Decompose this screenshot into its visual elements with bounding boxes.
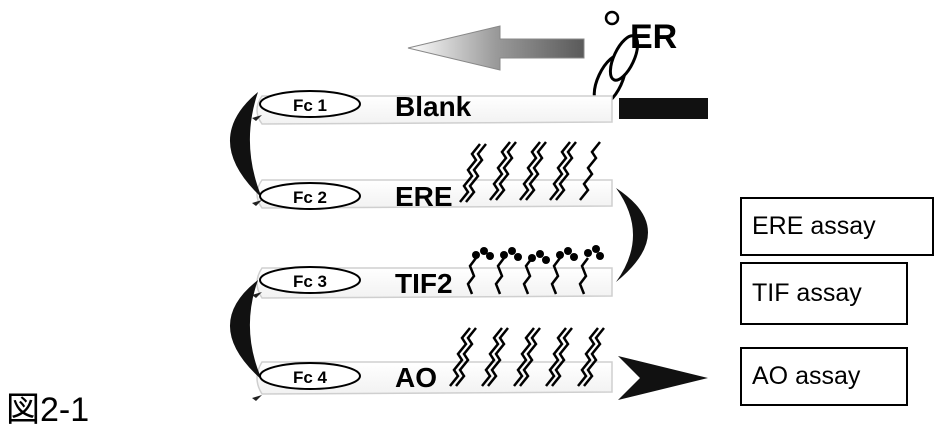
ere-dna-strands-icon xyxy=(459,141,601,203)
injection-arrow xyxy=(407,25,585,71)
ere-assay-box: ERE assay xyxy=(740,197,934,256)
ao-assay-box: AO assay xyxy=(740,347,908,406)
fc-badge-3-label: Fc 3 xyxy=(293,272,327,291)
fc-badge-1-label: Fc 1 xyxy=(293,96,327,115)
fc-badge-3: Fc 3 xyxy=(259,266,361,294)
connector-fc3-fc4 xyxy=(229,280,262,380)
fc2-ligand-label: ERE xyxy=(395,181,453,212)
ao-dna-strands-icon xyxy=(449,327,605,387)
ao-assay-label: AO assay xyxy=(752,362,861,390)
fc1-ligand-label: Blank xyxy=(395,91,472,122)
fc-badge-2-label: Fc 2 xyxy=(293,188,327,207)
flow-connectors xyxy=(229,92,648,380)
flow-channels xyxy=(252,95,613,401)
connector-fc1-fc2 xyxy=(229,92,262,198)
fc-badge-2: Fc 2 xyxy=(259,182,361,210)
er-label: ER xyxy=(630,18,677,56)
outlet-arrowhead xyxy=(618,356,708,400)
connector-fc2-fc3 xyxy=(616,188,648,282)
fc4-ligand-label: AO xyxy=(395,362,437,393)
fc-badge-4-label: Fc 4 xyxy=(293,368,328,387)
fc-badge-4: Fc 4 xyxy=(259,362,361,390)
figure-label: 図2-1 xyxy=(6,391,90,429)
tif-assay-label: TIF assay xyxy=(752,279,862,307)
er-protein-icon: ER xyxy=(592,10,677,107)
fc3-ligand-label: TIF2 xyxy=(395,268,453,299)
tif2-peptide-icon xyxy=(466,245,604,295)
ere-assay-label: ERE assay xyxy=(752,212,876,240)
fc-badge-1: Fc 1 xyxy=(259,90,361,118)
outlet-bar xyxy=(619,98,708,119)
tif-assay-box: TIF assay xyxy=(740,262,908,325)
